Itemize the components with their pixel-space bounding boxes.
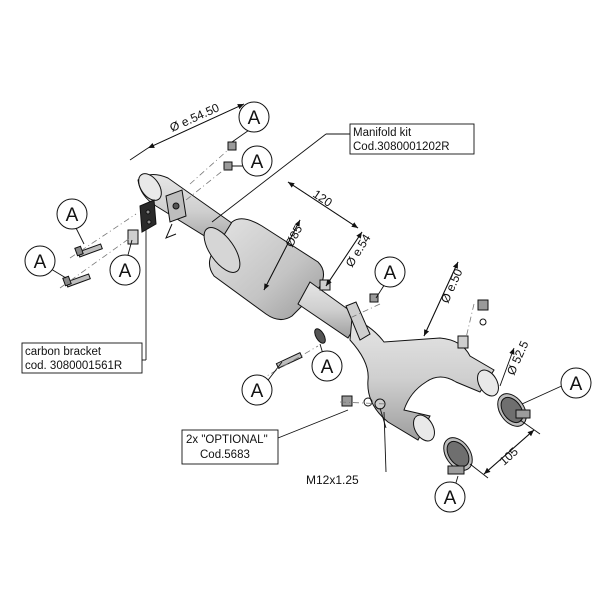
svg-text:A: A <box>119 261 132 282</box>
callout-circle: A <box>56 198 88 230</box>
dim-diameter-85: Ø85 <box>282 223 305 250</box>
dimension-lines <box>129 103 541 479</box>
svg-text:A: A <box>384 263 397 284</box>
svg-text:A: A <box>66 205 79 226</box>
callout-circle: A <box>238 101 270 133</box>
svg-text:A: A <box>34 252 47 273</box>
bolt-icon <box>62 273 91 288</box>
callout-circle: A <box>109 254 141 286</box>
gasket-icon <box>314 328 326 344</box>
thread-label: M12x1.25 <box>306 473 359 487</box>
sensor-plug-icon <box>477 299 489 326</box>
bolt-icon <box>74 243 103 258</box>
clamp-upper <box>497 393 531 427</box>
bolt-icon <box>275 352 303 369</box>
center-lines <box>59 149 475 405</box>
svg-text:A: A <box>570 374 583 395</box>
svg-text:A: A <box>444 488 457 509</box>
dim-length-105: 105 <box>497 444 521 468</box>
callout-circle: A <box>311 350 343 382</box>
manifold-kit-label: Manifold kit Cod.3080001202R <box>349 123 475 155</box>
optional-part-label: 2x "OPTIONAL" Cod.5683 <box>181 429 279 465</box>
spacer-icon <box>127 229 139 245</box>
callout-circle: A <box>241 374 273 406</box>
dim-diameter-52-5: Ø 52.5 <box>504 338 532 377</box>
svg-text:A: A <box>251 381 264 402</box>
svg-text:Manifold kit: Manifold kit <box>353 127 412 139</box>
leader-lines <box>45 127 567 497</box>
callout-circle: A <box>434 481 466 513</box>
clamp-lower <box>443 437 473 475</box>
dim-diameter-e54: Ø e.54 <box>343 231 374 269</box>
svg-text:Cod.5683: Cod.5683 <box>200 449 250 461</box>
nut-icon <box>369 293 379 303</box>
svg-text:A: A <box>251 152 264 173</box>
callout-circle: A <box>241 145 273 177</box>
carbon-bracket <box>139 199 157 233</box>
svg-text:Cod.3080001202R: Cod.3080001202R <box>353 141 450 153</box>
nut-icon <box>223 161 233 171</box>
nut-icon <box>227 141 237 151</box>
svg-text:A: A <box>248 108 261 129</box>
dim-diameter-e50: Ø e.50 <box>438 266 466 305</box>
manifold-pipe <box>137 173 499 442</box>
hardware <box>62 141 489 410</box>
carbon-bracket-label: carbon bracket cod. 3080001561R <box>21 342 143 374</box>
callout-circle: A <box>374 256 406 288</box>
svg-text:2x "OPTIONAL": 2x "OPTIONAL" <box>186 434 268 446</box>
dim-length-120: 120 <box>310 187 335 210</box>
callout-circle: A <box>24 245 56 277</box>
svg-text:cod. 3080001561R: cod. 3080001561R <box>25 360 122 372</box>
svg-text:carbon bracket: carbon bracket <box>25 346 102 358</box>
callout-circle: A <box>560 367 592 399</box>
svg-text:A: A <box>321 357 334 378</box>
